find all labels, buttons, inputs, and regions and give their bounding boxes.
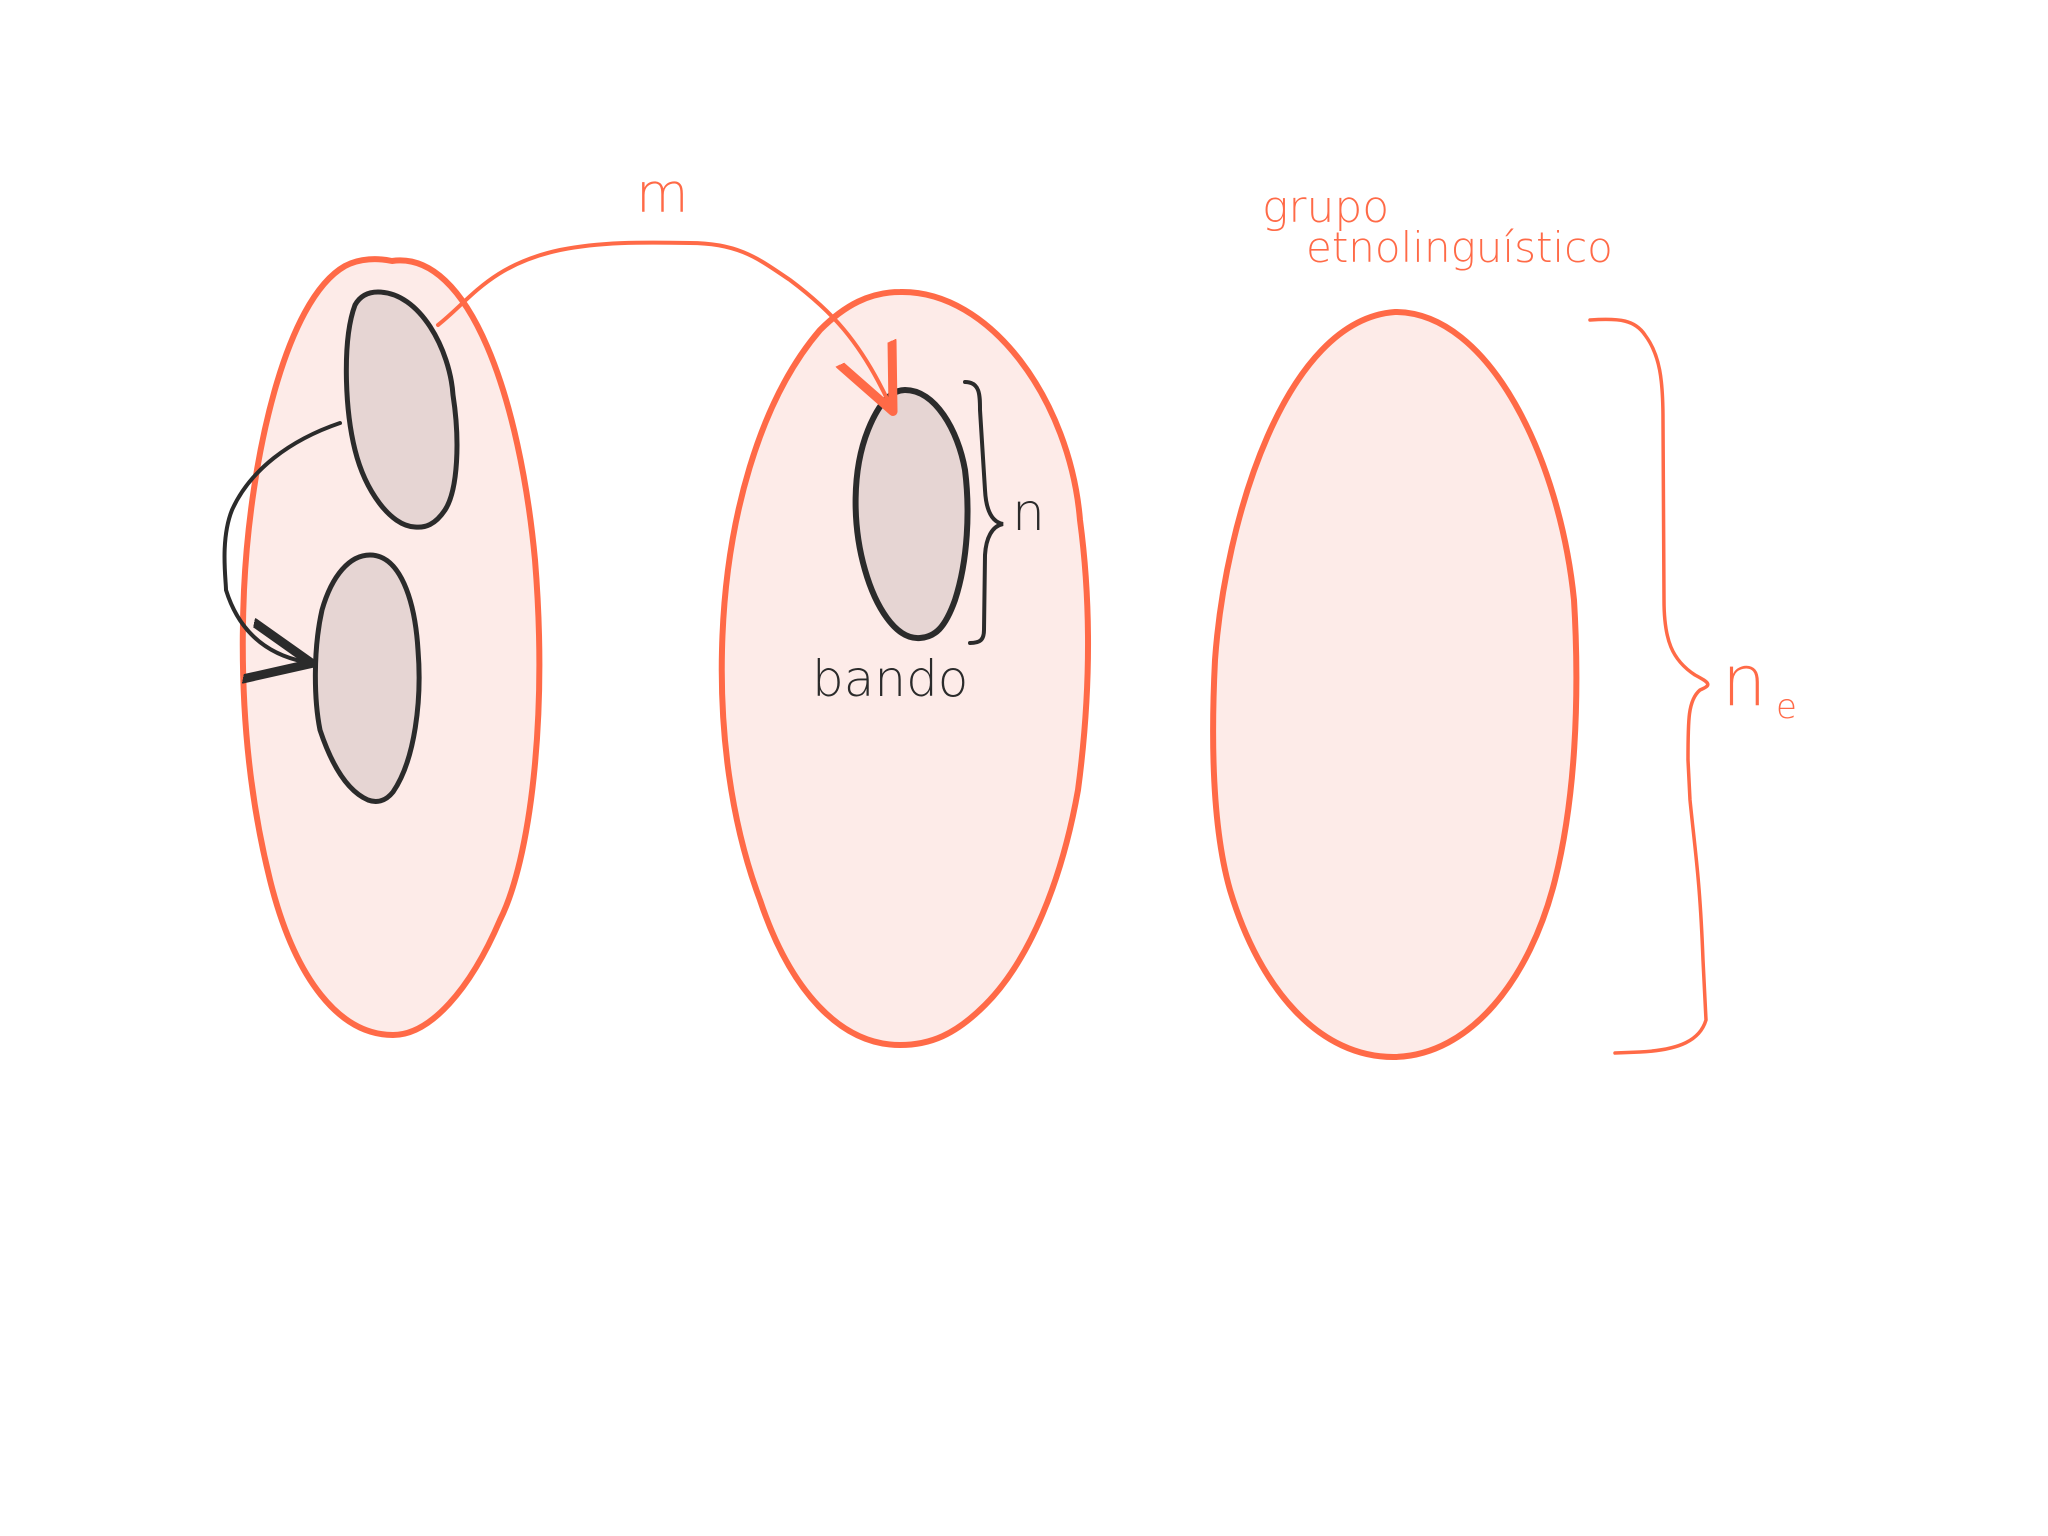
- group-ellipse-middle: [718, 288, 1092, 1048]
- group-ellipse-right: [1210, 309, 1580, 1061]
- ethnolinguistic-group-right: [1210, 309, 1580, 1061]
- within-group-migration-arrow: [222, 421, 342, 662]
- band-middle: [852, 387, 971, 642]
- band-ellipse: [312, 552, 422, 804]
- band-size-brace: [963, 380, 1004, 645]
- band-label: bando: [812, 650, 968, 708]
- ethnolinguistic-group-label-line2: etnolinguístico: [1306, 223, 1613, 272]
- group-size-brace: [1588, 317, 1710, 1055]
- group-size-label-subscript: e: [1776, 687, 1797, 727]
- ethnolinguistic-group-label-line1: grupo: [1262, 182, 1389, 233]
- ethnolinguistic-group-middle: [718, 288, 1092, 1048]
- band-ellipse: [852, 387, 971, 642]
- band-size-label: n: [1012, 483, 1045, 543]
- between-group-migration-arrow: [436, 240, 890, 405]
- band-ellipse: [343, 289, 460, 530]
- band-left-top: [343, 289, 460, 530]
- migration-label: m: [636, 162, 689, 225]
- band-left-bottom: [312, 552, 422, 804]
- group-size-label-main: n: [1722, 640, 1766, 722]
- group-size-label: n e: [1722, 640, 1797, 727]
